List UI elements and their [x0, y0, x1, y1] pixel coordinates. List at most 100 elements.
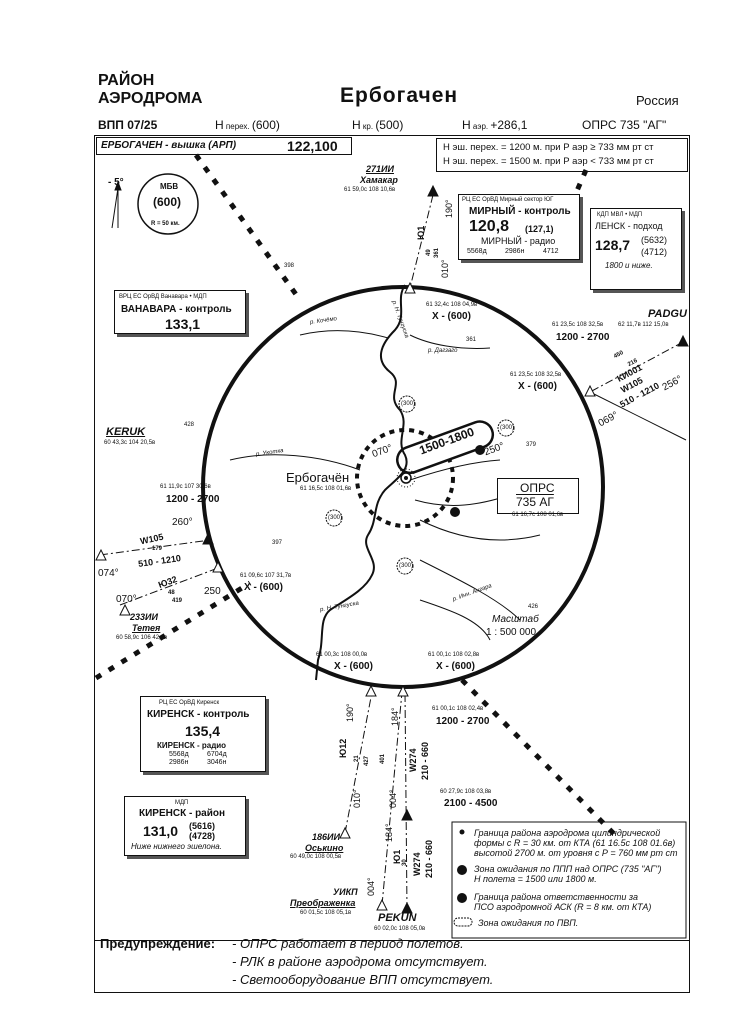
east-entry-coord: 61 23,5с 108 32,5в	[510, 372, 562, 378]
north-entry-point	[404, 281, 416, 294]
keruk-point	[95, 548, 107, 561]
hamakar-id: 271ИИ	[366, 164, 394, 174]
magnetic-variation-icon	[111, 180, 122, 229]
sw-entry-point	[212, 560, 224, 573]
legend-line-3b: ПСО аэродромной АСК (R = 8 км. от КТА)	[474, 902, 652, 912]
south-entry-2	[397, 684, 409, 697]
lensk-approach-box: КДП МВЛ • МДП ЛЕНСК - подход 128,7 (5632…	[590, 208, 682, 290]
warning-title: Предупреждение:	[100, 936, 216, 951]
west-entry-point	[202, 532, 214, 545]
yu32-brg: 250	[204, 586, 221, 597]
south-entry-3	[401, 808, 413, 821]
rivers	[229, 284, 541, 681]
pekun-name: PEKUN	[378, 912, 417, 924]
yu1-north-label: Ю1	[416, 225, 426, 240]
chart-frame	[94, 135, 690, 941]
yu12-a: 21	[354, 755, 360, 762]
legend-line-4: Зона ожидания по ПВП.	[478, 918, 579, 928]
west-entry-coord: 61 11,9с 107 30,6в	[160, 484, 211, 490]
mag-variation: - 5°	[108, 177, 124, 188]
sw-entry-coord: 61 09,6с 107 31,7в	[240, 573, 292, 579]
h300-4: (300)	[399, 563, 414, 569]
holding-marker-2	[450, 507, 460, 517]
sw-entry-alt: X - (600)	[244, 582, 283, 593]
kirensk-area-box: МДП КИРЕНСК - район 131,0 (5616) (4728) …	[124, 796, 246, 856]
routes	[99, 194, 687, 911]
keruk-coord: 60 43,3с 104 20,5в	[104, 440, 156, 446]
padgu-name: PADGU	[648, 308, 687, 320]
s4-entry-alt: 2100 - 4500	[444, 798, 498, 809]
yu1-south-brg: 184°	[384, 823, 394, 842]
elev-428: 428	[184, 422, 195, 428]
north-entry-alt: X - (600)	[432, 311, 471, 322]
msa-radius: R = 50 км.	[151, 221, 180, 227]
yu12-b: 427	[364, 755, 370, 766]
tetea-name: Тетея	[132, 623, 161, 633]
ndb-box: ОПРС 735 АГ	[497, 478, 579, 514]
hamakar-name: Хамакар	[360, 175, 398, 185]
s1-entry-coord: 61 00,3с 108 00,0в	[316, 652, 368, 658]
s3-entry-alt: 1200 - 2700	[436, 716, 490, 727]
tower-freq: 122,100	[287, 138, 338, 154]
tetea-point	[119, 603, 131, 616]
s4-entry-coord: 60 27,9с 108 03,8в	[440, 789, 492, 795]
ndb-coord: 61 16,7с 108 01,6в	[512, 512, 564, 518]
s3-entry-coord: 61 00,1с 108 02,4в	[432, 706, 484, 712]
msa-title: МБВ	[160, 182, 179, 191]
ne-entry-alt: 1200 - 2700	[556, 332, 610, 343]
yu12-label: Ю12	[338, 738, 348, 758]
s2-entry-coord: 61 00,1с 108 02,8в	[428, 652, 480, 658]
yu1-north-brg2: 010°	[440, 259, 450, 278]
yu32-brg2: 070°	[116, 594, 137, 605]
w274-label: W274	[408, 748, 418, 772]
yu1-south-label: Ю1	[392, 849, 402, 864]
town-name: Ербогачён	[286, 470, 350, 485]
ne-entry-coord: 61 23,5с 108 32,5в	[552, 322, 604, 328]
msa-value: (600)	[153, 195, 182, 209]
w274-south-label: W274	[412, 852, 422, 876]
reporting-points	[95, 184, 689, 914]
critical-height: Н кр. (500)	[352, 118, 404, 132]
country: Россия	[636, 93, 679, 108]
holding-pattern	[396, 420, 495, 475]
legend-line-1b: формы с R = 30 км. от КТА (61 16.5с 108 …	[474, 838, 676, 848]
legend-marker-1	[457, 865, 467, 875]
hamakar-coord: 61 59,0с 108 10,6в	[344, 187, 396, 193]
h300-2: (300)	[500, 425, 515, 431]
east-entry-point	[584, 384, 596, 397]
keruk-name: KERUK	[106, 426, 146, 438]
msa-circle	[137, 173, 199, 235]
w274-n: 401	[380, 753, 386, 764]
transition-level-line1: Н эш. перех. = 1200 м. при Р аэр ≥ 733 м…	[443, 142, 654, 153]
legend-line-1c: высотой 2700 м. от уровня с Р = 760 мм р…	[474, 848, 678, 858]
legend-box	[451, 821, 687, 939]
s2-entry-alt: X - (600)	[436, 661, 475, 672]
w274-brg: 184°	[390, 707, 400, 726]
h300-1: (300)	[401, 401, 416, 407]
south-entry-1	[365, 684, 377, 697]
yu1-south-brg2: 004°	[366, 877, 376, 896]
legend-line-2b: Н полета = 1500 или 1800 м.	[474, 874, 597, 884]
elev-397: 397	[272, 540, 283, 546]
warning-3: - Светооборудование ВПП отсутствует.	[232, 972, 494, 987]
oskino-coord: 60 49,0с 108 00,5в	[290, 854, 342, 860]
elev-398: 398	[284, 263, 295, 269]
w105-west-n: 179	[152, 546, 163, 552]
warning-1: - ОПРС работает в период полетов.	[232, 936, 464, 951]
yu12-brg2: 010°	[352, 789, 362, 808]
preob-id: УИКП	[333, 887, 358, 897]
ndb-icon	[396, 468, 416, 488]
padgu-point	[677, 334, 689, 347]
w105-west-brg2: 074°	[98, 568, 119, 579]
w105-west-brg: 260°	[172, 517, 193, 528]
h300-3: (300)	[328, 515, 343, 521]
tower-frequency-box: ЕРБОГАЧЕН - вышка (АРП) 122,100	[96, 137, 352, 155]
w274-fl: 210 - 660	[420, 741, 430, 780]
hamakar-point	[427, 184, 439, 197]
warning-box	[94, 936, 690, 993]
transition-height: Н перех. (600)	[215, 118, 280, 132]
area-title-line1: РАЙОН	[98, 72, 155, 89]
elev-426: 426	[528, 604, 539, 610]
legend-line-3a: Граница района ответственности за	[474, 892, 639, 902]
oskino-id: 186ИИ	[312, 832, 340, 842]
